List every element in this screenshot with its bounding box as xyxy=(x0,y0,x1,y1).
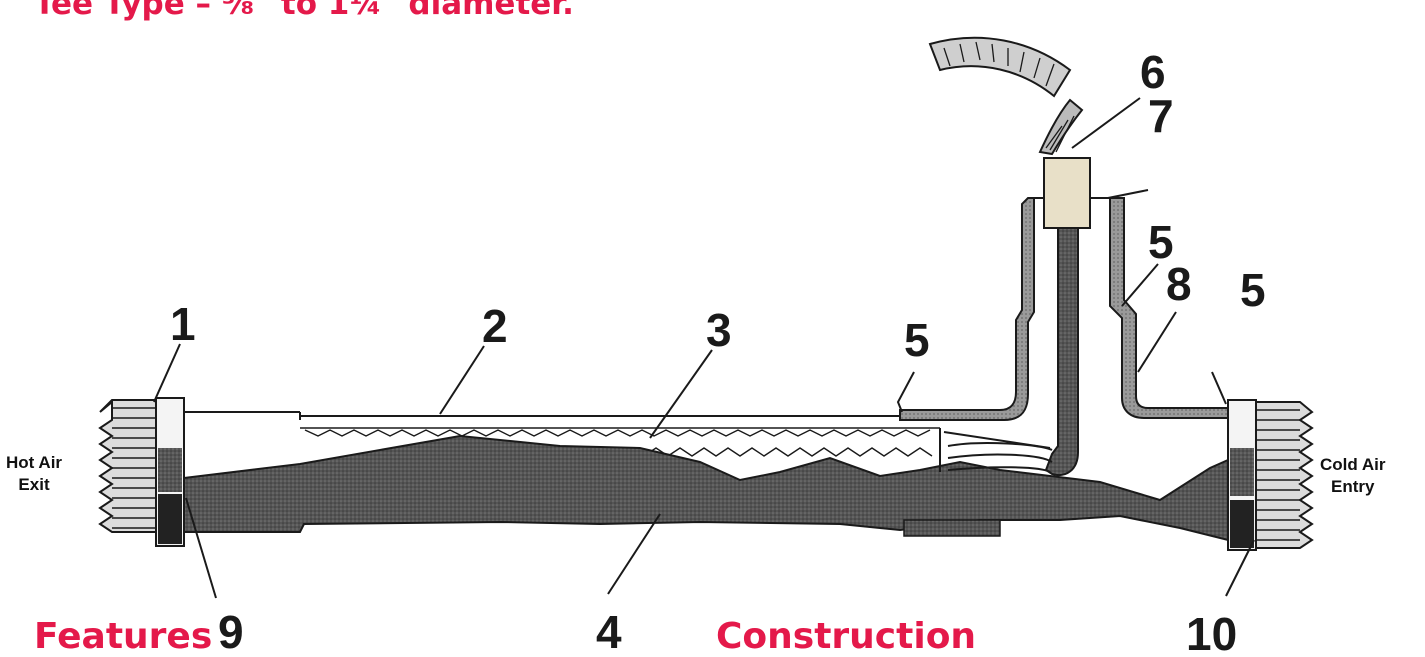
cold-end-fitting xyxy=(1227,399,1314,551)
callout-3: 3 xyxy=(706,304,732,356)
callout-6: 6 xyxy=(1140,46,1166,98)
features-heading: Features xyxy=(34,616,213,657)
callout-5-tube: 5 xyxy=(904,314,930,366)
callout-10: 10 xyxy=(1186,608,1237,654)
generator-rings xyxy=(939,428,1053,473)
hose xyxy=(928,36,1072,98)
vortex-body xyxy=(183,434,1229,542)
cold-air-entry-line-2: Entry xyxy=(1331,477,1375,496)
cold-air-entry-label: Cold Air Entry xyxy=(1320,454,1385,498)
hot-air-exit-label: Hot Air Exit xyxy=(6,452,62,496)
hot-air-exit-line-2: Exit xyxy=(18,475,50,494)
callout-1: 1 xyxy=(170,298,196,350)
cold-tube xyxy=(1044,225,1079,476)
vortex-body-band xyxy=(903,519,1001,537)
diagram-title: Tee Type – ⅜" to 1¼" diameter. xyxy=(34,0,574,22)
callout-4: 4 xyxy=(596,606,622,654)
hot-end-fitting xyxy=(98,397,185,547)
callout-5-tee: 5 xyxy=(1148,216,1174,268)
callout-8: 8 xyxy=(1166,258,1192,310)
callout-5-cold: 5 xyxy=(1240,264,1266,316)
callout-9: 9 xyxy=(218,606,244,654)
callout-7: 7 xyxy=(1148,90,1174,142)
construction-heading: Construction xyxy=(716,616,977,657)
hot-air-exit-line-1: Hot Air xyxy=(6,453,63,472)
cold-air-entry-line-1: Cold Air xyxy=(1320,455,1386,474)
callout-2: 2 xyxy=(482,300,508,352)
muffler-plug xyxy=(1038,98,1091,229)
leader-lines xyxy=(153,97,1255,599)
